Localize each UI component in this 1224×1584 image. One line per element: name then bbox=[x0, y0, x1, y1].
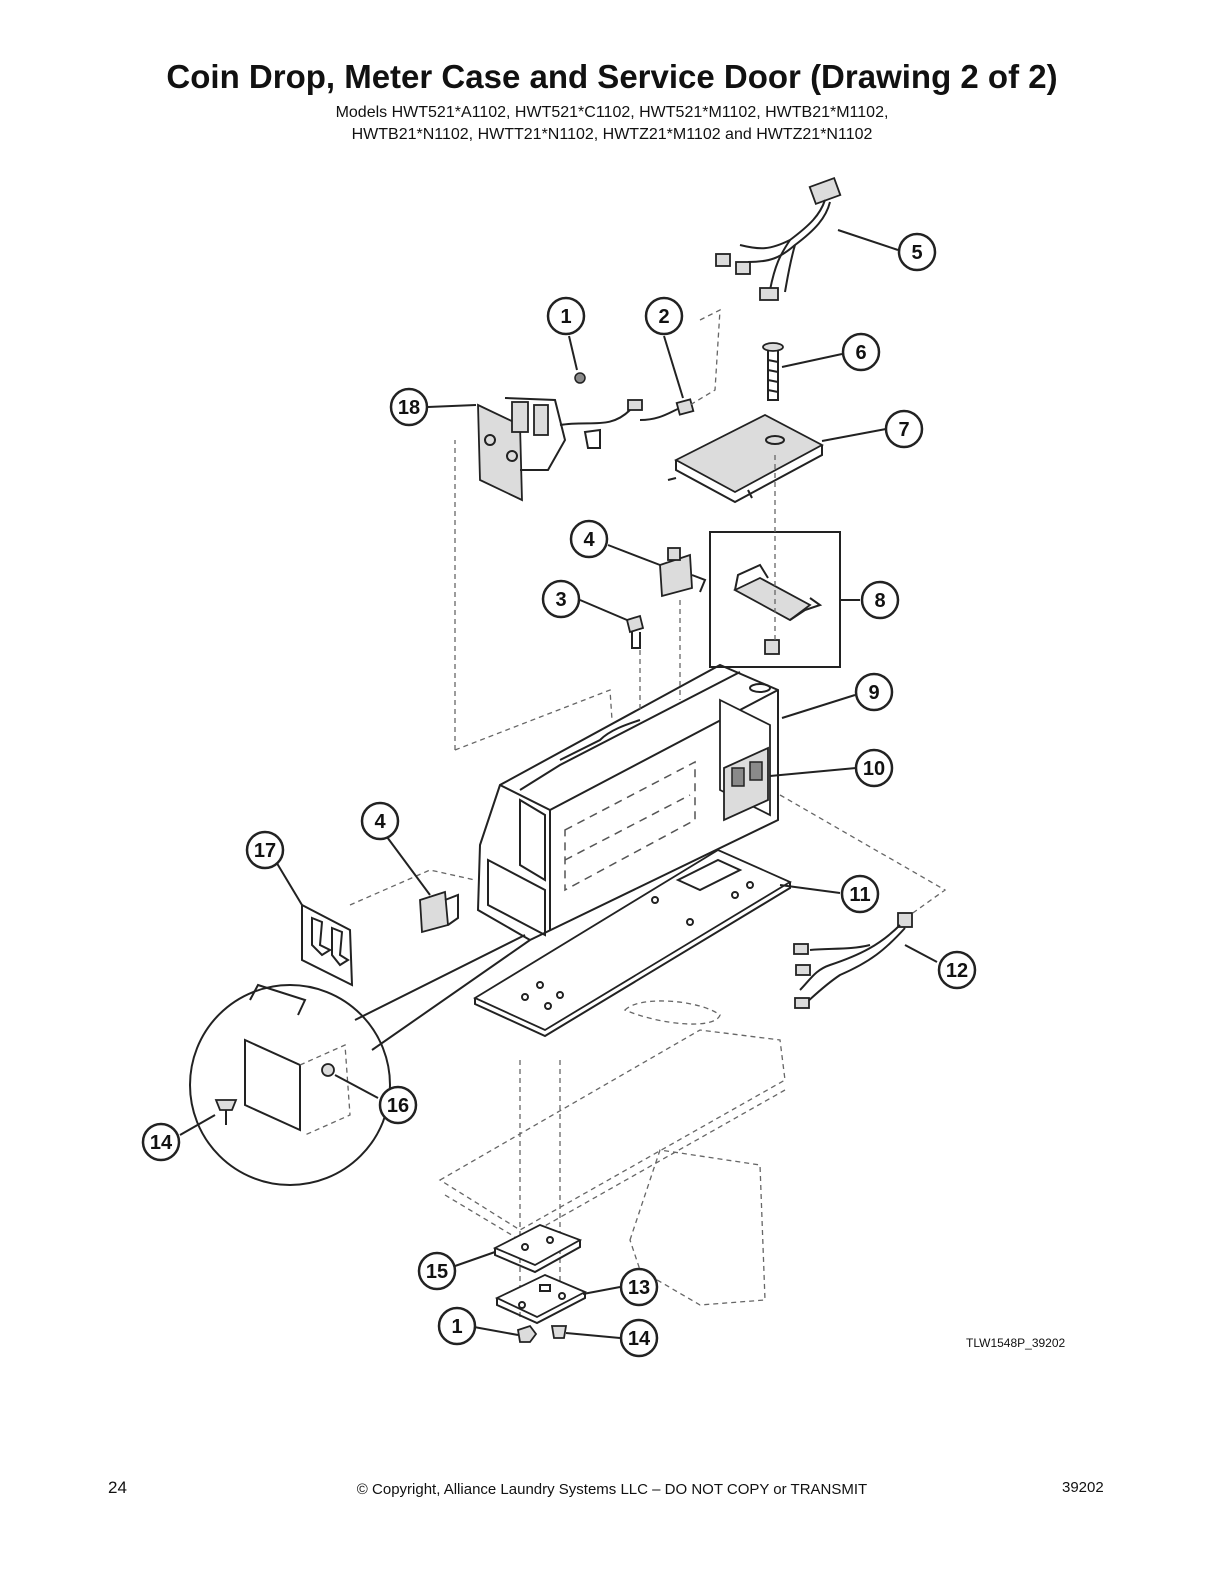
screw-part-14-bottom bbox=[550, 1325, 568, 1339]
svg-text:1: 1 bbox=[560, 306, 571, 328]
switch-upper-part-4 bbox=[659, 547, 707, 598]
callout-17: 17 bbox=[245, 830, 285, 870]
callout-2: 2 bbox=[644, 296, 684, 336]
callout-9: 9 bbox=[854, 672, 894, 712]
callout-5: 5 bbox=[897, 232, 937, 272]
svg-text:16: 16 bbox=[387, 1095, 409, 1117]
coin-drop-assembly bbox=[477, 372, 695, 502]
svg-text:6: 6 bbox=[855, 342, 866, 364]
plate-part-17 bbox=[301, 903, 354, 987]
switch-lower-part-4 bbox=[419, 890, 459, 934]
svg-text:2: 2 bbox=[658, 306, 669, 328]
plate-part-13 bbox=[494, 1274, 588, 1325]
detail-view-circle bbox=[189, 934, 531, 1186]
meter-cover-part-7 bbox=[667, 413, 824, 504]
wire-harness-top bbox=[715, 176, 842, 301]
page-number: 24 bbox=[108, 1478, 127, 1497]
callout-15: 15 bbox=[417, 1251, 457, 1291]
svg-text:15: 15 bbox=[426, 1261, 448, 1283]
svg-text:5: 5 bbox=[911, 242, 922, 264]
svg-text:8: 8 bbox=[874, 590, 885, 612]
svg-text:12: 12 bbox=[946, 960, 968, 982]
callout-8: 8 bbox=[860, 580, 900, 620]
callout-4-lower: 4 bbox=[360, 801, 400, 841]
callout-4-upper: 4 bbox=[569, 519, 609, 559]
svg-text:14: 14 bbox=[150, 1132, 173, 1154]
models-line-1: Models HWT521*A1102, HWT521*C1102, HWT52… bbox=[335, 104, 889, 121]
callout-3: 3 bbox=[541, 579, 581, 619]
models-line-2: HWTB21*N1102, HWTT21*N1102, HWTZ21*M1102… bbox=[351, 126, 873, 143]
svg-text:13: 13 bbox=[628, 1277, 650, 1299]
callout-1-top: 1 bbox=[546, 296, 586, 336]
svg-text:14: 14 bbox=[628, 1328, 651, 1350]
callout-16: 16 bbox=[378, 1085, 418, 1125]
wire-harness-lower bbox=[793, 912, 913, 1009]
svg-text:4: 4 bbox=[583, 529, 595, 551]
callout-14-bottom: 14 bbox=[619, 1318, 659, 1358]
svg-text:3: 3 bbox=[555, 589, 566, 611]
callout-10: 10 bbox=[854, 748, 894, 788]
leader-lines bbox=[179, 229, 938, 1339]
callout-11: 11 bbox=[840, 874, 880, 914]
svg-text:4: 4 bbox=[374, 811, 386, 833]
svg-text:10: 10 bbox=[863, 758, 885, 780]
document-number: 39202 bbox=[1062, 1479, 1104, 1496]
lower-frame-dashed bbox=[349, 308, 947, 1320]
callout-1-bottom: 1 bbox=[437, 1306, 477, 1346]
svg-text:11: 11 bbox=[849, 884, 870, 906]
svg-text:17: 17 bbox=[254, 840, 276, 862]
callout-12: 12 bbox=[937, 950, 977, 990]
svg-text:18: 18 bbox=[398, 397, 420, 419]
svg-text:7: 7 bbox=[898, 419, 909, 441]
callout-18: 18 bbox=[389, 387, 429, 427]
drawing-id: TLW1548P_39202 bbox=[966, 1336, 1066, 1350]
bolt-part-3 bbox=[625, 614, 645, 649]
callout-7: 7 bbox=[884, 409, 924, 449]
copyright-notice: © Copyright, Alliance Laundry Systems LL… bbox=[356, 1481, 868, 1498]
display-part-10 bbox=[723, 746, 769, 822]
screw-part-6 bbox=[762, 342, 784, 401]
nut-part-1-bottom bbox=[516, 1324, 538, 1343]
callout-6: 6 bbox=[841, 332, 881, 372]
callout-14-detail: 14 bbox=[141, 1122, 181, 1162]
svg-text:1: 1 bbox=[451, 1316, 462, 1338]
page-title: Coin Drop, Meter Case and Service Door (… bbox=[166, 58, 1058, 95]
callout-13: 13 bbox=[619, 1267, 659, 1307]
svg-text:9: 9 bbox=[868, 682, 879, 704]
